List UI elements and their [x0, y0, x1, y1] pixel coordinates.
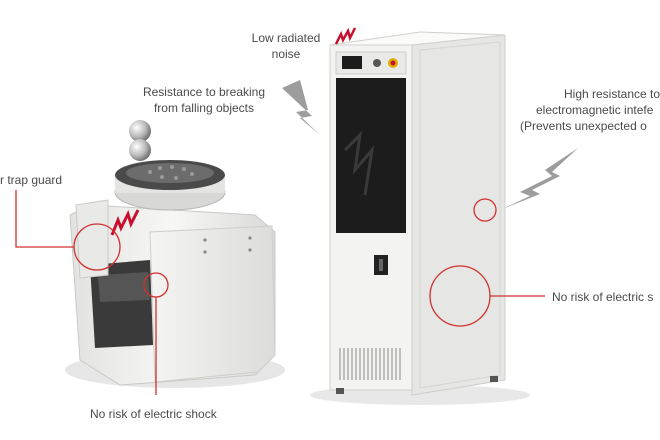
- callout-line-1: No risk of electric shock: [90, 407, 217, 421]
- callout-line-2: from falling objects: [153, 101, 255, 115]
- callout-low-radiated-noise: Low radiated noise: [238, 30, 334, 62]
- callout-line-3: (Prevents unexpected o: [520, 119, 647, 133]
- callout-line-1: Resistance to breaking: [142, 85, 266, 99]
- vibration-shaker-machine: [65, 160, 285, 388]
- callout-line-1: No risk of electric s: [552, 290, 654, 304]
- callout-circle-emi: [473, 198, 497, 222]
- callout-line-1: Low radiated: [251, 31, 321, 45]
- callout-line-1: r trap guard: [0, 173, 63, 187]
- lightning-bolt-icon-right: [500, 148, 578, 210]
- callout-falling-objects: Resistance to breaking from falling obje…: [124, 84, 284, 116]
- callout-no-shock-cabinet: No risk of electric s: [552, 289, 660, 305]
- callout-line-trap-guard: [15, 190, 74, 248]
- callout-markers: [15, 190, 545, 395]
- falling-objects-icon: [129, 120, 151, 161]
- callout-line-2: electromagnetic intefe: [536, 103, 654, 117]
- callout-no-shock-shaker: No risk of electric shock: [90, 406, 217, 422]
- callout-trap-guard: r trap guard: [0, 172, 62, 188]
- callout-emi-resistance: High resistance to electromagnetic intef…: [520, 86, 660, 134]
- callout-line-2: noise: [271, 47, 301, 61]
- callout-line-1: High resistance to: [564, 87, 660, 101]
- lightning-bolt-icon-top: [282, 80, 320, 135]
- control-cabinet: [310, 27, 530, 405]
